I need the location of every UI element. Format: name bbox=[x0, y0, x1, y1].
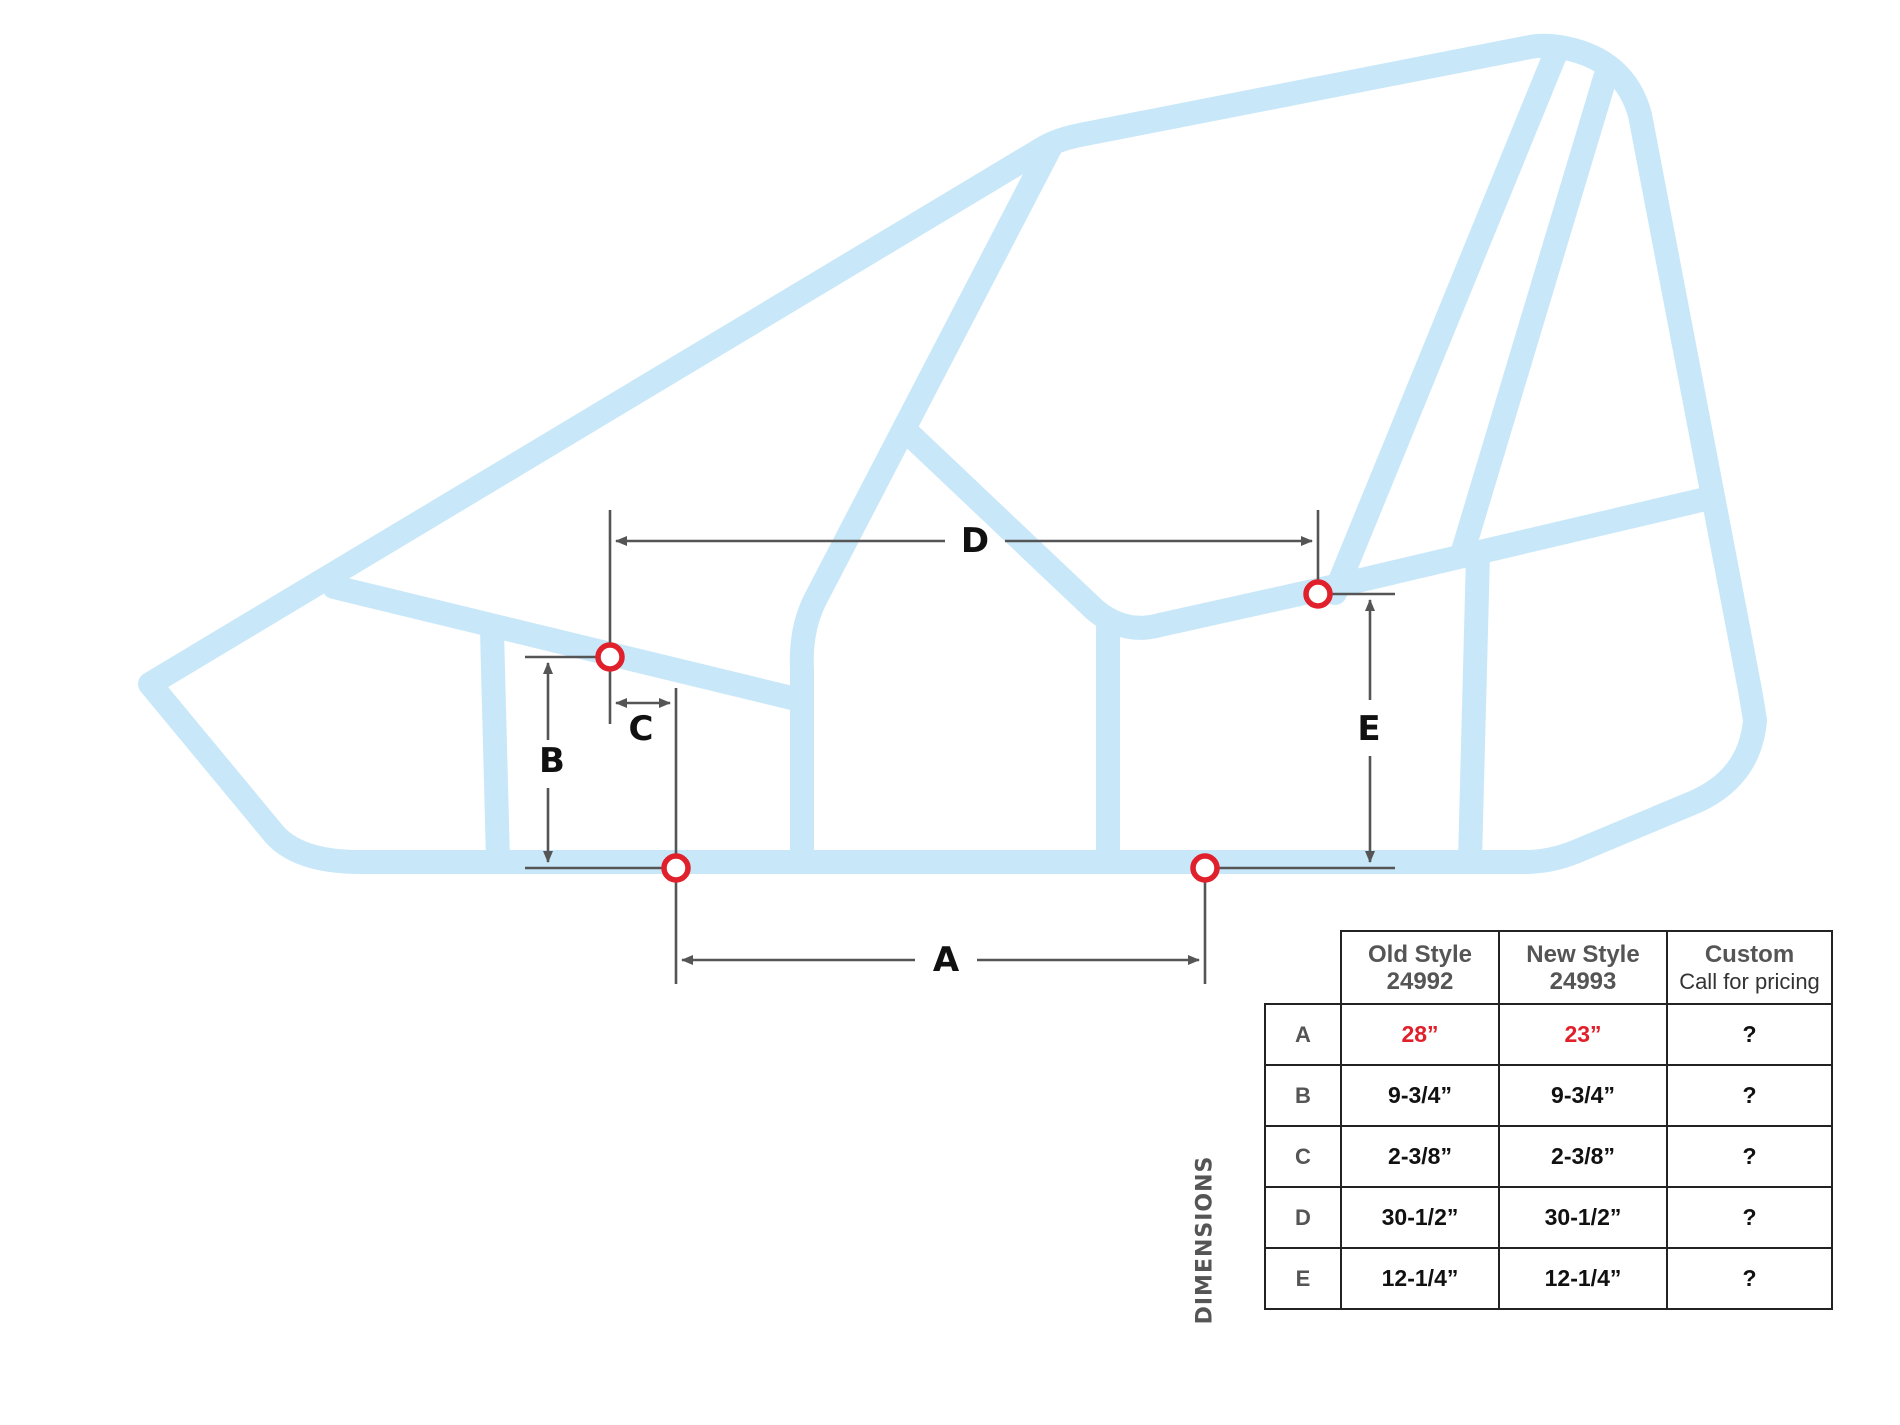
frame-tube-upper-rear-2 bbox=[1451, 66, 1617, 563]
row-label: E bbox=[1264, 1247, 1342, 1310]
column-header: Old Style 24992 bbox=[1340, 930, 1500, 1005]
label-c: C bbox=[629, 709, 654, 749]
frame-tube-post-rear bbox=[1458, 543, 1490, 872]
table-row: E 12-1/4” 12-1/4” ? bbox=[1264, 1247, 1833, 1310]
table-row: C 2-3/8” 2-3/8” ? bbox=[1264, 1125, 1833, 1188]
frame-tube-post-front bbox=[480, 619, 510, 872]
column-title: New Style bbox=[1526, 940, 1640, 968]
frame-tubes bbox=[138, 33, 1767, 874]
column-header: Custom Call for pricing bbox=[1666, 930, 1833, 1005]
table-cell: 2-3/8” bbox=[1340, 1125, 1500, 1188]
frame-tube-lower-front bbox=[322, 575, 812, 712]
row-label: B bbox=[1264, 1064, 1342, 1127]
table-cell: ? bbox=[1666, 1247, 1833, 1310]
table-header-row: Old Style 24992 New Style 24993 Custom C… bbox=[1265, 930, 1833, 1005]
table-cell: ? bbox=[1666, 1003, 1833, 1066]
label-d: D bbox=[961, 521, 989, 561]
dimension-lines bbox=[525, 510, 1395, 984]
table-row: B 9-3/4” 9-3/4” ? bbox=[1264, 1064, 1833, 1127]
table-cell: 28” bbox=[1340, 1003, 1500, 1066]
frame-tube-diagonal bbox=[893, 418, 1722, 640]
table-cell: 23” bbox=[1498, 1003, 1668, 1066]
table-cell: 30-1/2” bbox=[1498, 1186, 1668, 1249]
table-corner bbox=[1265, 931, 1341, 1004]
frame-tube-upper-rear bbox=[1323, 43, 1567, 605]
mount-point bbox=[1190, 853, 1220, 883]
table-cell: 12-1/4” bbox=[1340, 1247, 1500, 1310]
mount-point bbox=[1303, 579, 1333, 609]
row-label: A bbox=[1264, 1003, 1342, 1066]
column-title: Old Style bbox=[1367, 940, 1473, 968]
table-cell: 9-3/4” bbox=[1498, 1064, 1668, 1127]
row-label: C bbox=[1264, 1125, 1342, 1188]
column-header: New Style 24993 bbox=[1498, 930, 1668, 1005]
frame-tube-a-pillar bbox=[789, 136, 1062, 872]
column-subtitle: Call for pricing bbox=[1679, 968, 1820, 994]
table-cell: ? bbox=[1666, 1125, 1833, 1188]
table-cell: 9-3/4” bbox=[1340, 1064, 1500, 1127]
table-row: D 30-1/2” 30-1/2” ? bbox=[1264, 1186, 1833, 1249]
dimensions-side-label-text: DIMENSIONS bbox=[1192, 1155, 1218, 1325]
mount-point bbox=[595, 642, 625, 672]
row-label: D bbox=[1264, 1186, 1342, 1249]
column-subtitle: 24992 bbox=[1386, 967, 1454, 995]
table-cell: 30-1/2” bbox=[1340, 1186, 1500, 1249]
column-subtitle: 24993 bbox=[1549, 967, 1617, 995]
table-cell: ? bbox=[1666, 1064, 1833, 1127]
mount-point bbox=[661, 853, 691, 883]
table-cell: 12-1/4” bbox=[1498, 1247, 1668, 1310]
label-a: A bbox=[933, 940, 960, 980]
label-b: B bbox=[539, 741, 565, 781]
frame-outer-tube bbox=[138, 33, 1767, 874]
mount-points bbox=[595, 579, 1333, 883]
column-title: Custom bbox=[1704, 940, 1795, 968]
table-cell: 2-3/8” bbox=[1498, 1125, 1668, 1188]
table-cell: ? bbox=[1666, 1186, 1833, 1249]
label-e: E bbox=[1357, 709, 1380, 749]
dimensions-table: Old Style 24992 New Style 24993 Custom C… bbox=[1264, 930, 1833, 1310]
table-row: A 28” 23” ? bbox=[1264, 1003, 1833, 1066]
